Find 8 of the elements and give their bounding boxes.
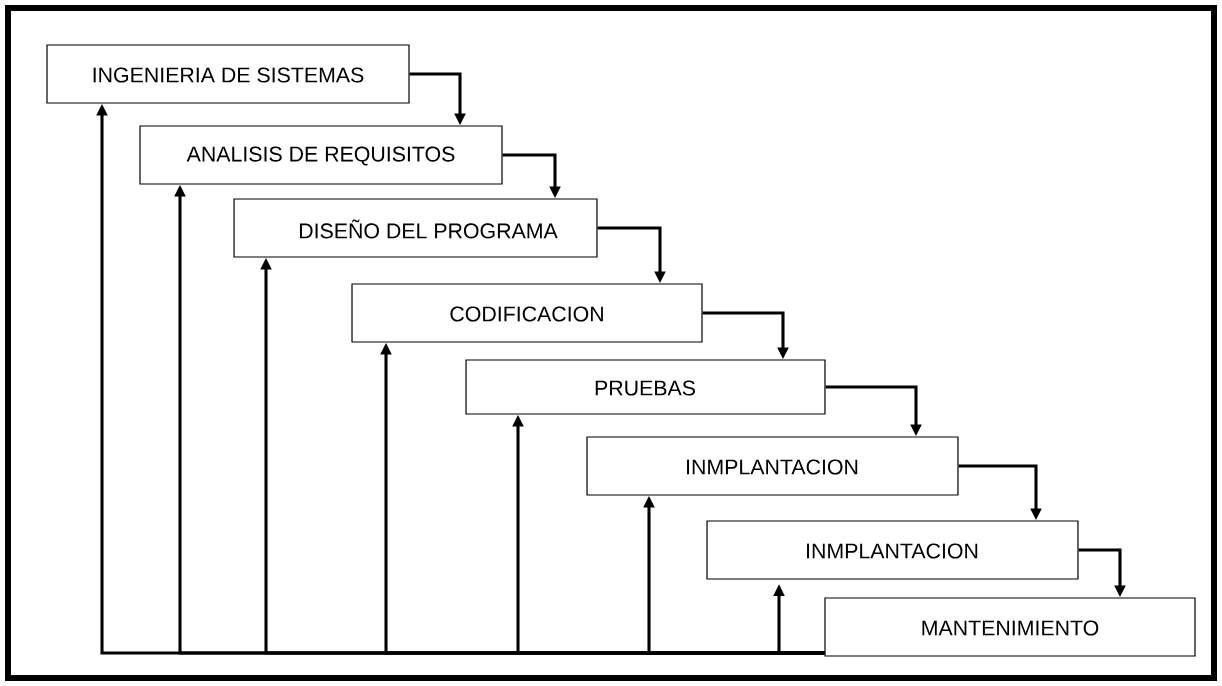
process-box: ANALISIS DE REQUISITOS: [139, 125, 503, 185]
process-box: INGENIERIA DE SISTEMAS: [46, 44, 410, 104]
process-box: CODIFICACION: [351, 283, 703, 343]
process-box: DISEÑO DEL PROGRAMA: [233, 198, 598, 258]
process-box: INMPLANTACION: [706, 520, 1079, 580]
process-box: MANTENIMIENTO: [824, 597, 1196, 657]
process-box: INMPLANTACION: [586, 436, 959, 496]
process-box: PRUEBAS: [465, 359, 826, 415]
